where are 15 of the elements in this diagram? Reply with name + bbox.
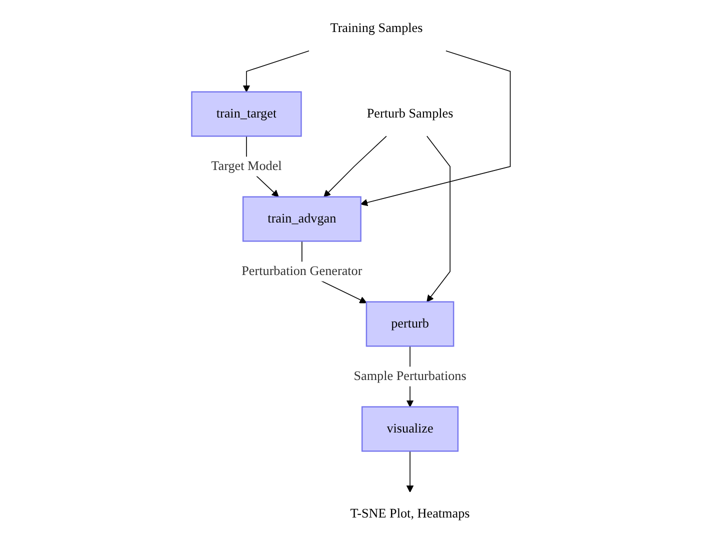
- node-text: T-SNE Plot, Heatmaps: [350, 506, 470, 521]
- edge-label: Target Model: [211, 159, 282, 174]
- node-text: Perturb Samples: [366, 106, 454, 121]
- node-text: Training Samples: [330, 21, 423, 36]
- node-box: train_target: [191, 91, 302, 137]
- arrow: [426, 136, 450, 302]
- edge-label: Perturbation Generator: [242, 264, 362, 278]
- edge-label: Sample Perturbations: [354, 369, 466, 384]
- node-box: visualize: [361, 406, 459, 452]
- arrow: [324, 136, 387, 198]
- node-box: perturb: [366, 301, 454, 347]
- arrow: [406, 450, 414, 492]
- node-box: train_advgan: [242, 196, 362, 242]
- arrow: [360, 50, 511, 206]
- arrow: [242, 50, 310, 92]
